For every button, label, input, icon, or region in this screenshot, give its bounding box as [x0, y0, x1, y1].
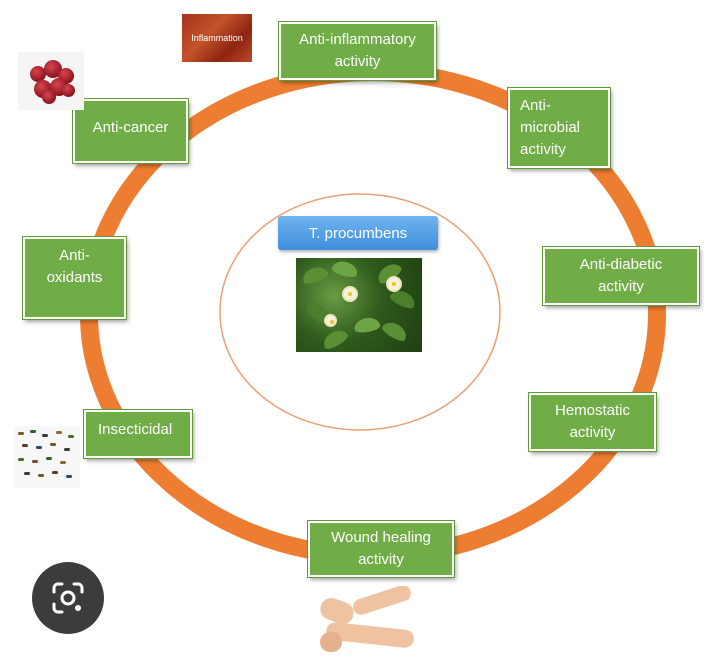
- activity-box-anti-oxidants: Anti- oxidants: [23, 237, 126, 319]
- inflammation-caption: Inflammation: [191, 33, 243, 43]
- activity-box-anti-cancer: Anti-cancer: [73, 99, 188, 163]
- insect: [64, 448, 70, 451]
- leaf: [300, 263, 330, 287]
- center-title: T. procumbens: [308, 224, 408, 242]
- activity-label: Anti-inflammatory activity: [299, 31, 416, 70]
- activity-label: Hemostatic activity: [554, 402, 631, 441]
- inflammation-image: Inflammation: [182, 14, 252, 62]
- activity-label: Anti-cancer: [92, 119, 169, 136]
- cell: [42, 90, 56, 104]
- cancer-cells-image: [18, 52, 84, 110]
- insect: [30, 430, 36, 433]
- activity-box-anti-inflammatory: Anti-inflammatory activity: [279, 22, 436, 80]
- leaf: [330, 258, 360, 280]
- insect: [24, 472, 30, 475]
- leaf: [320, 326, 350, 352]
- leaf: [388, 287, 418, 311]
- cell: [44, 60, 62, 78]
- activity-box-hemostatic: Hemostatic activity: [529, 393, 656, 451]
- insect: [18, 432, 24, 435]
- insect: [50, 443, 56, 446]
- google-lens-button[interactable]: [32, 562, 104, 634]
- insect: [42, 434, 48, 437]
- insect: [18, 458, 24, 461]
- activity-label: Anti- microbial activity: [520, 97, 581, 158]
- insect: [60, 461, 66, 464]
- insect: [56, 431, 62, 434]
- insect: [22, 444, 28, 447]
- flower: [388, 278, 400, 290]
- activity-label: Insecticidal: [98, 421, 173, 438]
- insect: [52, 471, 58, 474]
- plant-photo: [296, 258, 422, 352]
- activity-label: Wound healing activity: [331, 529, 431, 568]
- activity-box-anti-microbial: Anti- microbial activity: [508, 88, 610, 168]
- leaf: [352, 315, 382, 335]
- leaf: [380, 318, 410, 344]
- arm: [320, 632, 342, 652]
- activity-label: Anti- oxidants: [46, 247, 103, 286]
- wound-healing-image: [312, 586, 416, 656]
- center-title-label: T. procumbens: [278, 216, 438, 250]
- insect: [38, 474, 44, 477]
- insect: [66, 475, 72, 478]
- cell: [62, 84, 75, 97]
- cell: [30, 66, 46, 82]
- insect: [46, 457, 52, 460]
- activity-box-anti-diabetic: Anti-diabetic activity: [543, 247, 699, 305]
- inner-ellipse: [219, 193, 501, 431]
- google-lens-icon: [52, 582, 84, 614]
- activity-box-insecticidal: Insecticidal: [84, 410, 192, 458]
- insects-image: [14, 426, 80, 488]
- insect: [32, 460, 38, 463]
- insect: [68, 435, 74, 438]
- flower: [344, 288, 356, 300]
- arm: [350, 586, 414, 617]
- flower: [326, 316, 335, 325]
- insect: [36, 446, 42, 449]
- activity-box-wound-healing: Wound healing activity: [308, 521, 454, 577]
- activity-label: Anti-diabetic activity: [579, 256, 663, 295]
